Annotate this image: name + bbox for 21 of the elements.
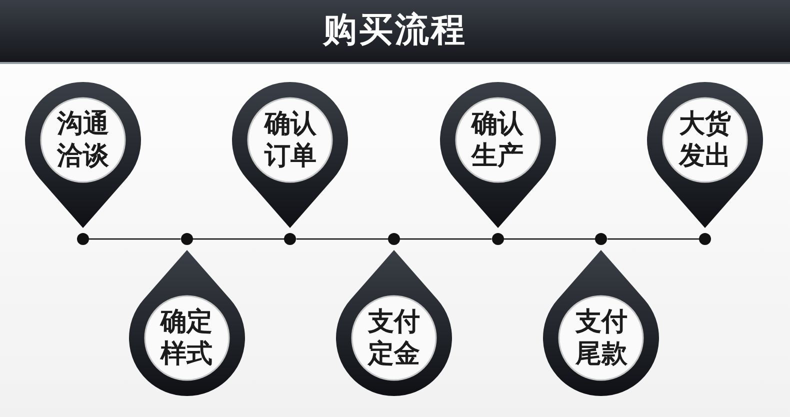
step-label: 大货发出 [678, 108, 732, 172]
step-label: 确认生产 [470, 108, 525, 172]
step-label: 支付尾款 [574, 306, 628, 370]
timeline-line [504, 238, 596, 240]
timeline-dot [595, 233, 608, 245]
page-title: 购买流程 [323, 9, 467, 52]
timeline-line [89, 238, 181, 240]
timeline-dot [77, 233, 89, 245]
step-label: 确认订单 [262, 108, 318, 172]
timeline-dot [284, 233, 296, 245]
step-label: 支付定金 [366, 306, 421, 370]
timeline-line [607, 238, 700, 240]
timeline-dot [180, 233, 193, 245]
timeline-dot [492, 233, 504, 245]
step-label: 确定样式 [158, 306, 214, 370]
timeline-line [400, 238, 492, 240]
timeline-line [192, 238, 284, 240]
timeline-line [296, 238, 388, 240]
step-label: 沟通洽谈 [56, 108, 110, 172]
timeline-dot [699, 233, 712, 245]
timeline-dot [388, 233, 400, 245]
